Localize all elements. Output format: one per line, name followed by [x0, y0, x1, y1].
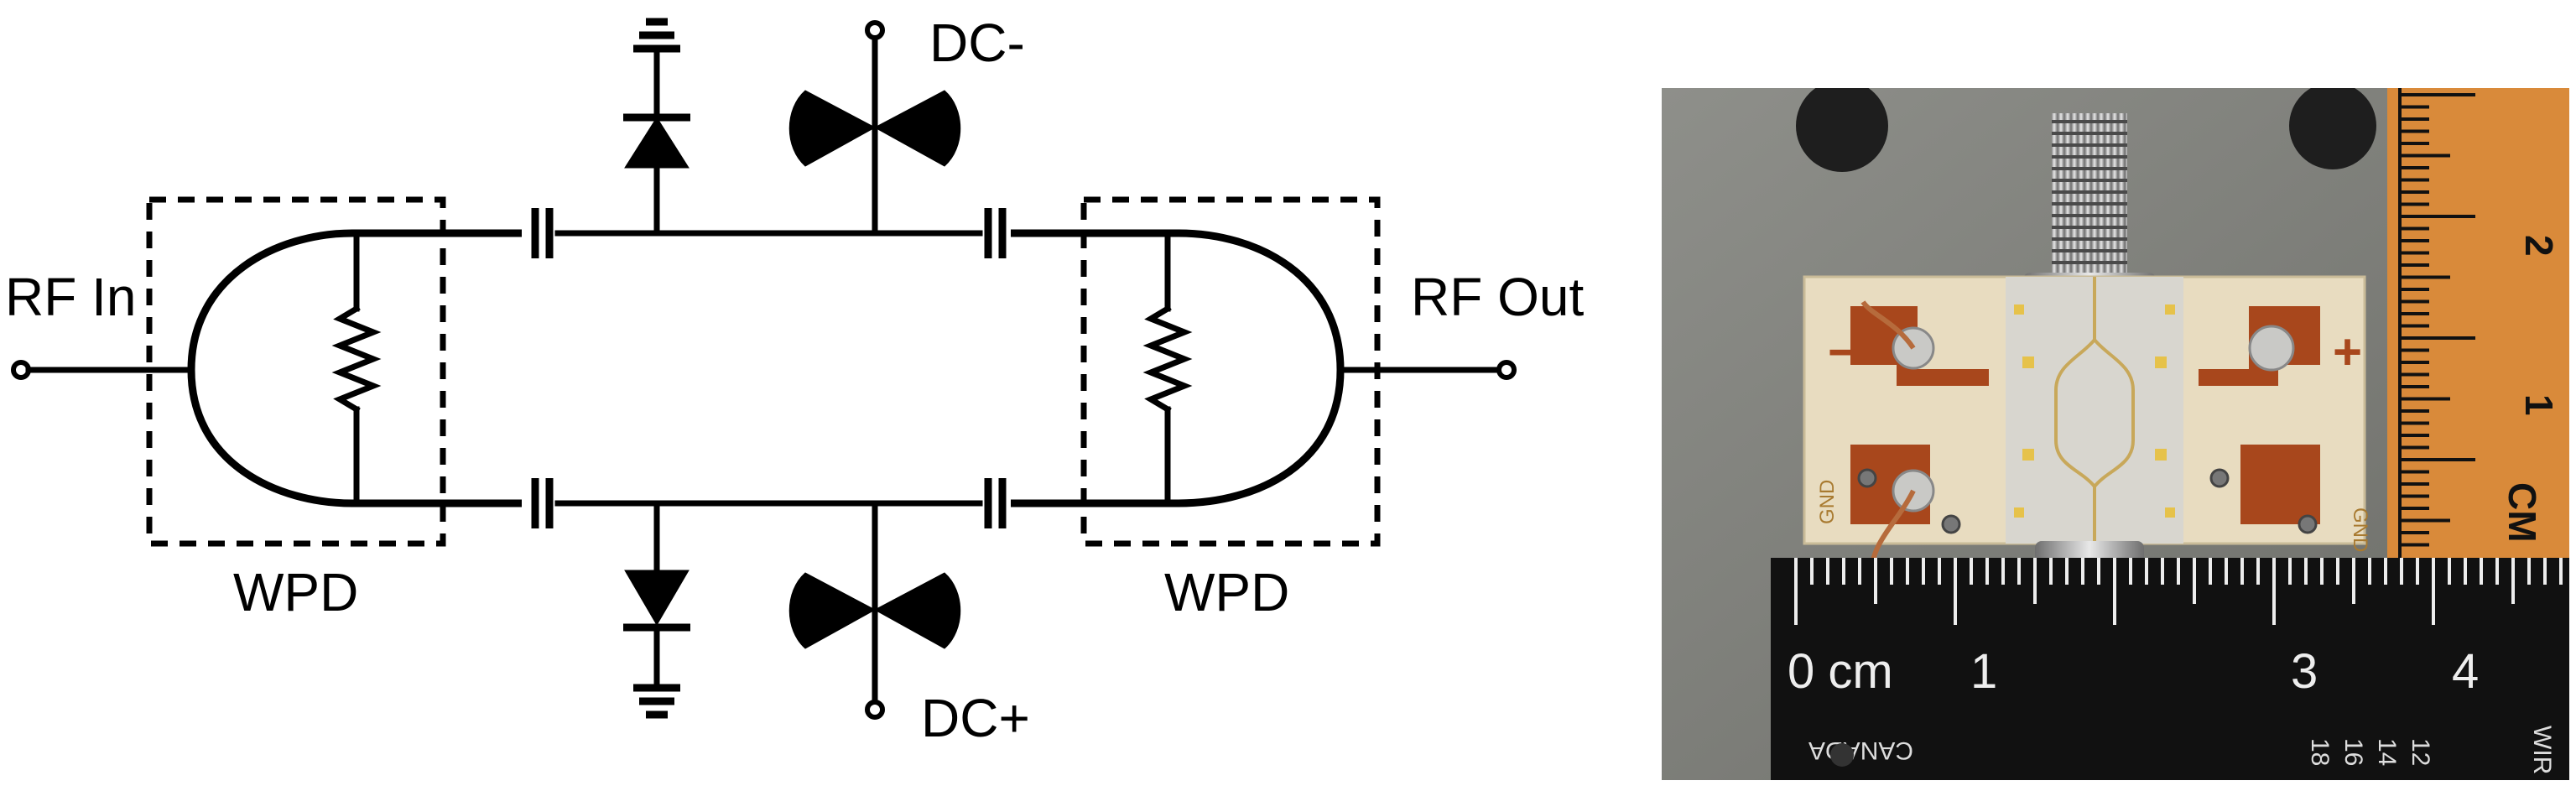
dc-plus-label: DC+	[921, 688, 1030, 748]
wpd-left-label: WPD	[233, 562, 358, 622]
wpd-right	[1011, 196, 1381, 547]
dc-minus-label: DC-	[929, 13, 1025, 73]
ground-top-icon	[633, 18, 680, 53]
resistor-right	[1142, 304, 1193, 414]
ruler-brand: CANADA	[1808, 736, 1913, 764]
wpd-left	[146, 196, 522, 547]
ruler-horizontal: 0 cm 1 3 4 CANADA 18 16 14 12 WIR	[1771, 558, 2569, 780]
ruler-v-tick-1: 1	[2517, 394, 2561, 416]
radial-stub-top	[788, 20, 961, 237]
radial-stub-bottom	[788, 500, 961, 720]
capacitor-top-right	[984, 208, 1007, 258]
ruler-small-14: 14	[2373, 738, 2401, 766]
wpd-right-label: WPD	[1164, 562, 1289, 622]
pcb-board: − + GND GND	[1803, 275, 2371, 575]
capacitor-bottom-right	[984, 478, 1007, 528]
mount-hole	[1796, 88, 1888, 172]
rf-out-terminal	[1337, 360, 1517, 380]
mount-hole	[2289, 88, 2376, 169]
ruler-small-16: 16	[2339, 738, 2367, 766]
ruler-h-tick-4: 4	[2452, 644, 2479, 699]
wpd-right-box	[1080, 196, 1381, 547]
board-plus-label: +	[2333, 324, 2362, 380]
board-minus-label: −	[1828, 324, 1857, 380]
gnd-left-label: GND	[1816, 480, 1839, 524]
gnd-right-label: GND	[2349, 507, 2371, 552]
ruler-h-tick-1: 1	[1970, 644, 1997, 699]
capacitor-top-left	[531, 208, 554, 258]
rf-in-label: RF In	[5, 267, 136, 327]
ruler-h-tick-3: 3	[2291, 644, 2318, 699]
ruler-v-tick-2: 2	[2517, 235, 2561, 257]
circuit-schematic: RF In WPD	[5, 13, 1584, 748]
pad-top-left	[1850, 306, 1989, 386]
ruler-small-18: 18	[2306, 738, 2334, 766]
ruler-small-12: 12	[2407, 738, 2434, 766]
ruler-edge-text: WIR	[2528, 726, 2556, 774]
diode-top	[623, 49, 690, 237]
ground-bottom-icon	[633, 684, 680, 719]
wpd-left-box	[146, 196, 446, 547]
rf-in-terminal	[11, 360, 195, 380]
pad-bottom-right	[2240, 445, 2320, 524]
device-photo: 2 1 CM	[1662, 88, 2569, 780]
resistor-left	[331, 304, 382, 414]
rf-out-label: RF Out	[1411, 267, 1584, 327]
capacitor-bottom-left	[531, 478, 554, 528]
diode-bottom	[623, 500, 690, 687]
ruler-vertical: 2 1 CM	[2387, 88, 2569, 558]
ruler-h-tick-0: 0 cm	[1788, 644, 1893, 699]
ruler-v-unit: CM	[2501, 482, 2544, 543]
